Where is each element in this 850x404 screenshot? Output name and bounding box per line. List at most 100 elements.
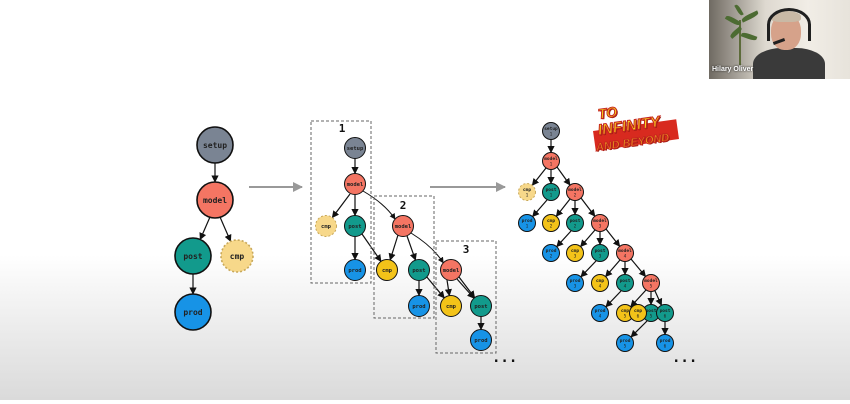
node-label: prod (620, 338, 631, 344)
node-circle (344, 173, 366, 195)
graph-node-cmp: cmp (376, 259, 398, 281)
dependency-arrow (654, 290, 663, 306)
node-circle (656, 334, 674, 352)
node-label: prod (546, 248, 557, 254)
node-label: cmp (571, 249, 579, 254)
dependency-arrow (630, 289, 647, 308)
node-label: prod (183, 308, 202, 317)
ellipsis-text: ... (492, 350, 517, 366)
node-cycle-number: 5 (624, 314, 627, 320)
node-cycle-number: 1 (526, 193, 529, 199)
dependency-arrow (580, 229, 596, 248)
node-label: model (443, 268, 460, 274)
dependency-arrow (630, 258, 647, 278)
cycle-box-1-label: 1 (339, 122, 346, 135)
dependency-arrow (532, 199, 548, 218)
node-label: post (595, 248, 606, 254)
graph-node-model: model (440, 259, 462, 281)
node-label: model (618, 248, 632, 254)
node-circle (174, 293, 212, 331)
dependency-arrow (444, 279, 452, 297)
node-label: cmp (596, 279, 604, 284)
node-label: post (348, 224, 361, 230)
to-infinity-banner: TO INFINITY AND BEYOND (592, 103, 686, 168)
node-label: post (474, 304, 487, 310)
node-circle (220, 239, 254, 273)
graph-node-post: post (174, 237, 212, 275)
diagram-edges (189, 139, 669, 338)
node-circle (518, 183, 536, 201)
node-circle (566, 214, 584, 232)
cycle-boxes (310, 120, 497, 354)
dependency-arrow (361, 233, 382, 262)
node-label: prod (474, 338, 487, 344)
diagram-labels: 123...... (339, 122, 698, 366)
node-label: cmp (621, 309, 629, 314)
speaker-name-label: Hilary Oliver (712, 66, 754, 73)
node-label: model (593, 218, 607, 224)
graph-node-setup: setup (196, 126, 234, 164)
node-label: cmp (446, 304, 457, 310)
node-circle (174, 237, 212, 275)
node-label: setup (347, 146, 364, 152)
node-label: model (203, 196, 227, 205)
graph-node-cmp: cmp (220, 239, 254, 273)
plant-stem (739, 20, 741, 65)
presenter-body (753, 48, 825, 79)
graph-node-cmp: cmp (315, 215, 337, 237)
graph-node-prod: prod (470, 329, 492, 351)
node-circle (196, 181, 234, 219)
dependency-arrow (580, 260, 597, 278)
headset-icon (767, 8, 811, 41)
node-circle (392, 215, 414, 237)
dependency-arrow (219, 216, 232, 242)
plant-leaf (734, 3, 744, 17)
node-cycle-number: 6 (664, 344, 667, 350)
cycle-box-1 (310, 120, 372, 284)
node-circle (542, 122, 560, 140)
node-cycle-number: 1 (526, 224, 529, 230)
node-label: post (660, 308, 671, 314)
node-label: prod (522, 218, 533, 224)
node-circle (344, 137, 366, 159)
node-circle (470, 329, 492, 351)
node-label: model (544, 156, 558, 162)
node-label: prod (660, 338, 671, 344)
node-circle (344, 259, 366, 281)
node-cycle-number: 1 (550, 162, 553, 168)
node-cycle-number: 1 (550, 132, 553, 138)
node-circle (315, 215, 337, 237)
graph-node-post: post (470, 295, 492, 317)
node-cycle-number: 4 (624, 284, 627, 290)
dependency-arrow (580, 197, 596, 217)
cycle-box-2-label: 2 (400, 199, 407, 212)
node-cycle-number: 2 (550, 254, 553, 260)
dependency-arrow (410, 232, 444, 264)
dependency-arrow (630, 320, 648, 338)
node-label: setup (544, 126, 558, 132)
plant-leaf (740, 10, 760, 23)
plant-leaf (724, 14, 742, 27)
node-circle (642, 274, 660, 292)
dependency-arrow (605, 290, 622, 308)
graph-node-cmp: cmp (440, 295, 462, 317)
node-label: post (620, 278, 631, 284)
node-circle (542, 152, 560, 170)
node-label: setup (203, 141, 227, 150)
